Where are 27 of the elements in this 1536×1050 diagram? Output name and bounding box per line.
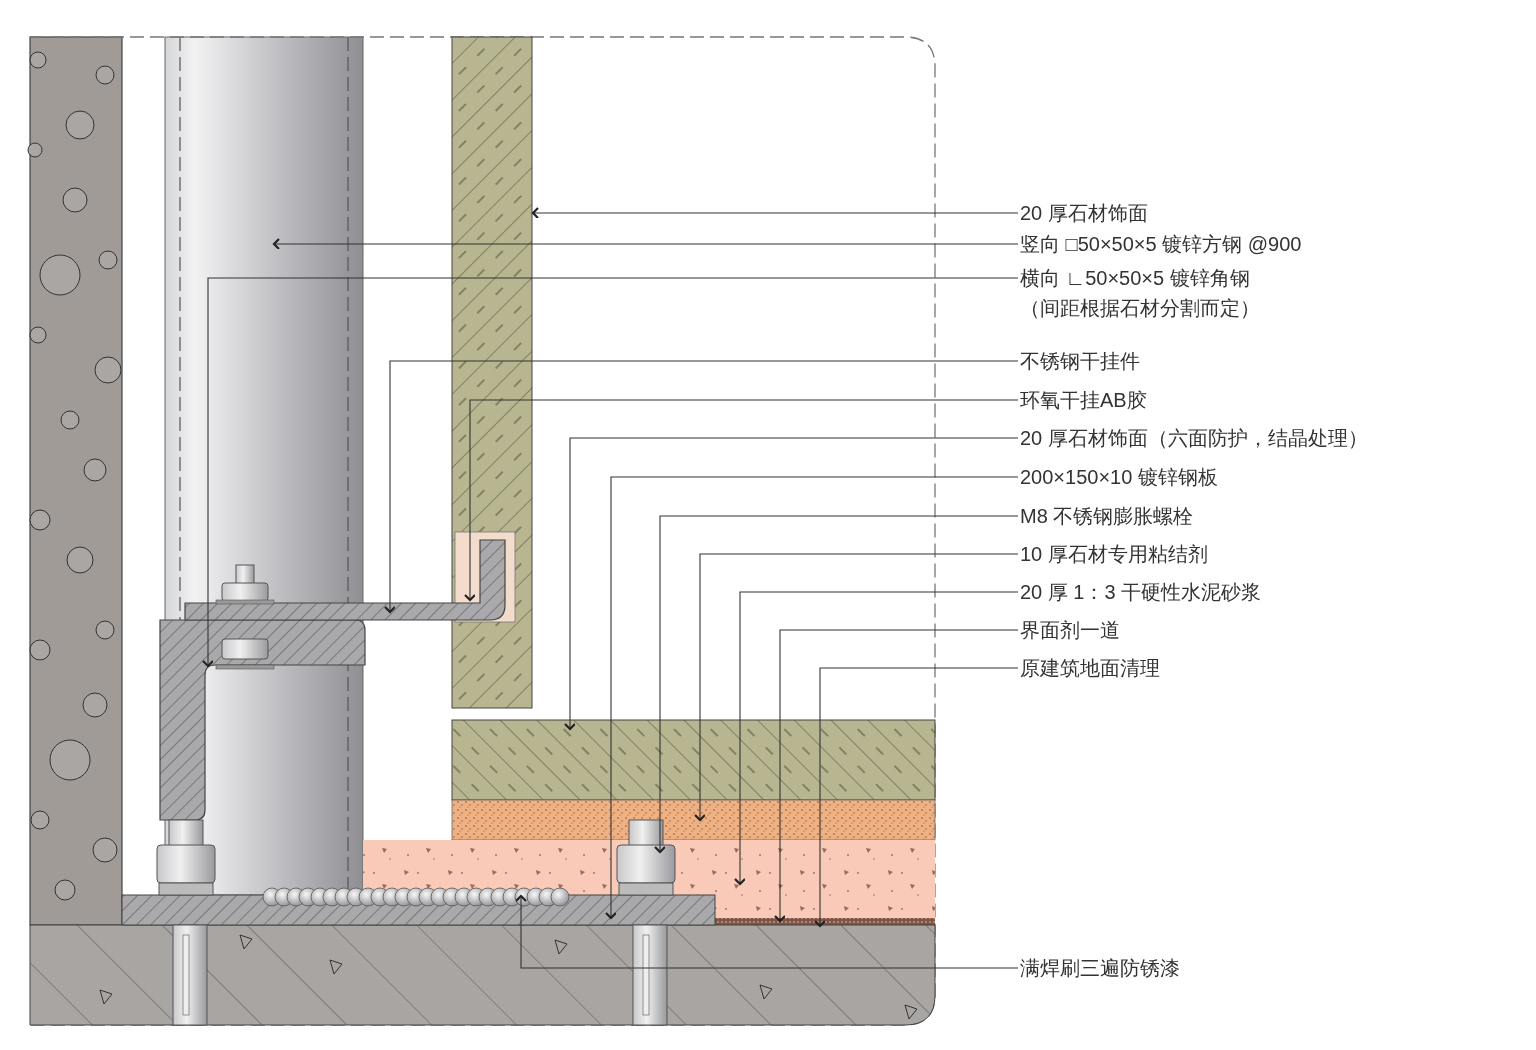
callout-label: 10 厚石材专用粘结剂	[1020, 542, 1208, 567]
leader-line	[563, 437, 1019, 731]
leader-line	[272, 237, 1019, 251]
leader-line	[653, 515, 1019, 854]
callout-label: 满焊刷三遍防锈漆	[1020, 956, 1180, 981]
leader-line	[531, 206, 1019, 220]
callout-label: 原建筑地面清理	[1020, 656, 1160, 681]
callout-label: 横向 ∟50×50×5 镀锌角钢	[1020, 266, 1251, 291]
callout-label: 20 厚 1：3 干硬性水泥砂浆	[1020, 580, 1262, 605]
callout-label: 环氧干挂AB胶	[1020, 388, 1147, 413]
callout-label: M8 不锈钢膨胀螺栓	[1020, 504, 1194, 529]
callout-label: 20 厚石材饰面（六面防护，结晶处理）	[1020, 426, 1368, 451]
leader-line	[773, 629, 1019, 923]
leader-line	[604, 476, 1019, 920]
leader-line	[463, 399, 1019, 602]
leader-line	[813, 667, 1019, 928]
leader-line	[693, 553, 1019, 822]
callout-label: 竖向 □50×50×5 镀锌方钢 @900	[1020, 232, 1302, 257]
callout-label: （间距根据石材分割而定）	[1020, 296, 1260, 321]
callout-label: 不锈钢干挂件	[1020, 349, 1140, 374]
callout-label: 200×150×10 镀锌钢板	[1020, 465, 1218, 490]
leader-line	[201, 277, 1019, 668]
callout-label: 界面剂一道	[1020, 618, 1120, 643]
leader-line	[383, 360, 1019, 614]
callout-label: 20 厚石材饰面	[1020, 201, 1148, 226]
leader-line	[514, 894, 1019, 969]
leader-line	[733, 591, 1019, 886]
